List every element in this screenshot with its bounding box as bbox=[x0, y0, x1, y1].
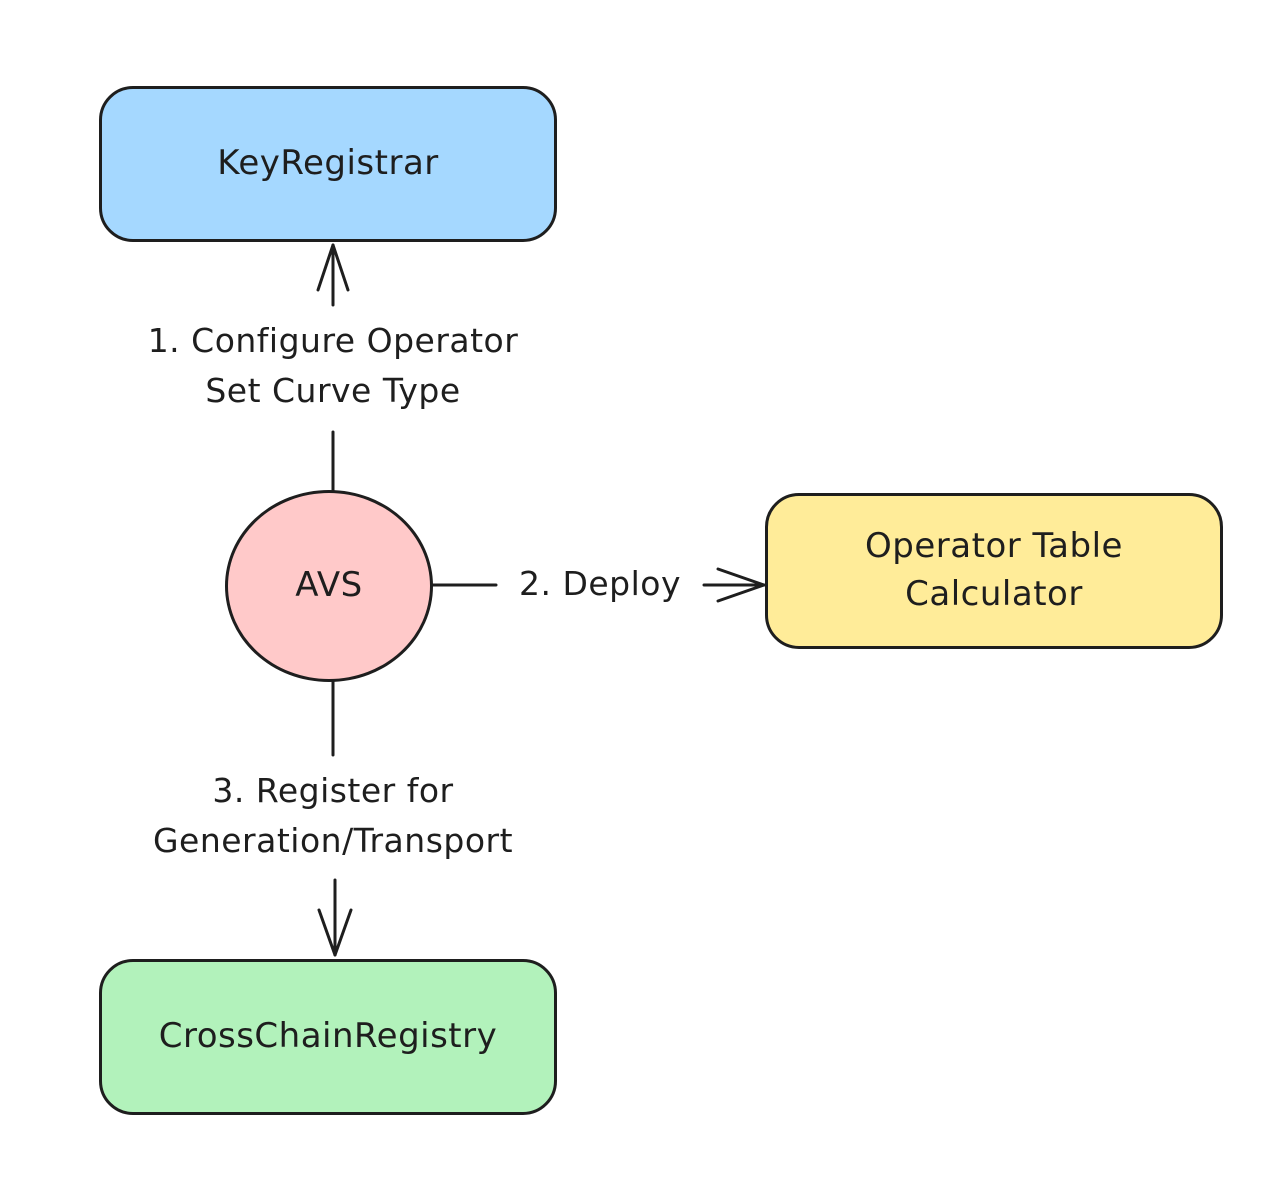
node-operator-table-calculator-line1: Operator Table bbox=[865, 526, 1123, 567]
edge-register-label-line2: Generation/Transport bbox=[152, 820, 514, 860]
node-cross-chain-registry[interactable]: CrossChainRegistry bbox=[99, 959, 557, 1115]
node-operator-table-calculator-text: Operator Table Calculator bbox=[865, 523, 1123, 618]
edge-configure-label: 1. Configure Operator Set Curve Type bbox=[103, 316, 563, 415]
edge-deploy-line bbox=[430, 567, 766, 603]
edge-register-line bbox=[317, 678, 353, 957]
arrowhead-right-icon bbox=[716, 567, 766, 603]
arrowhead-down-icon bbox=[317, 908, 353, 957]
node-cross-chain-registry-label: CrossChainRegistry bbox=[158, 1016, 498, 1057]
arrowhead-up-icon bbox=[316, 243, 350, 292]
edge-register-label-line1: 3. Register for bbox=[212, 771, 454, 810]
edge-deploy-label: 2. Deploy bbox=[500, 559, 700, 609]
edge-register-label: 3. Register for Generation/Transport bbox=[103, 766, 563, 865]
node-operator-table-calculator[interactable]: Operator Table Calculator bbox=[765, 493, 1223, 649]
edge-configure-line bbox=[316, 243, 350, 494]
node-key-registrar[interactable]: KeyRegistrar bbox=[99, 86, 557, 242]
edge-configure-label-line1: 1. Configure Operator bbox=[147, 321, 519, 360]
node-key-registrar-label: KeyRegistrar bbox=[217, 143, 439, 184]
edge-configure-label-line2: Set Curve Type bbox=[205, 370, 461, 410]
node-avs[interactable]: AVS bbox=[225, 490, 433, 682]
node-operator-table-calculator-line2: Calculator bbox=[905, 574, 1083, 614]
node-avs-label: AVS bbox=[295, 565, 363, 606]
edge-deploy-label-text: 2. Deploy bbox=[518, 564, 682, 603]
